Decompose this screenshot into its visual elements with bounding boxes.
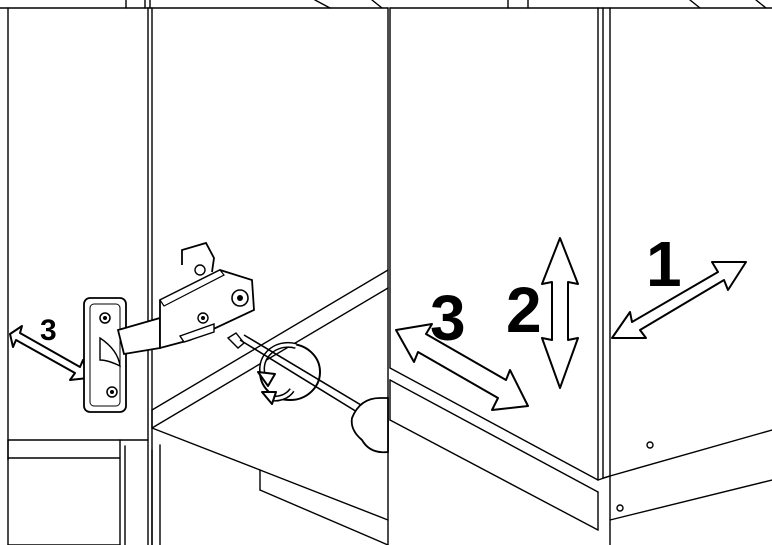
depth-adjust-arrow	[611, 261, 747, 339]
left-adjust-label: 3	[40, 314, 57, 347]
side-adjust-arrow	[395, 323, 529, 411]
right-top-strip	[389, 0, 772, 9]
right-panel: 1 2 3	[389, 0, 772, 545]
rotate-arrows-icon	[257, 341, 321, 405]
height-adjust-arrow	[541, 237, 579, 389]
left-top-strip	[0, 0, 389, 9]
side-adjust-label: 3	[430, 282, 466, 354]
cabinet-side-panel	[597, 7, 772, 545]
cabinet-interior	[151, 7, 389, 545]
cabinet-door	[7, 7, 149, 545]
hinge-mounting-plate	[83, 297, 127, 413]
height-adjust-label: 2	[506, 274, 542, 346]
depth-adjust-label: 1	[646, 228, 682, 300]
cabinet-front-door	[389, 7, 604, 531]
screwdriver-icon	[226, 332, 389, 454]
left-panel: 3	[0, 0, 389, 545]
hinge-arm	[116, 241, 255, 356]
